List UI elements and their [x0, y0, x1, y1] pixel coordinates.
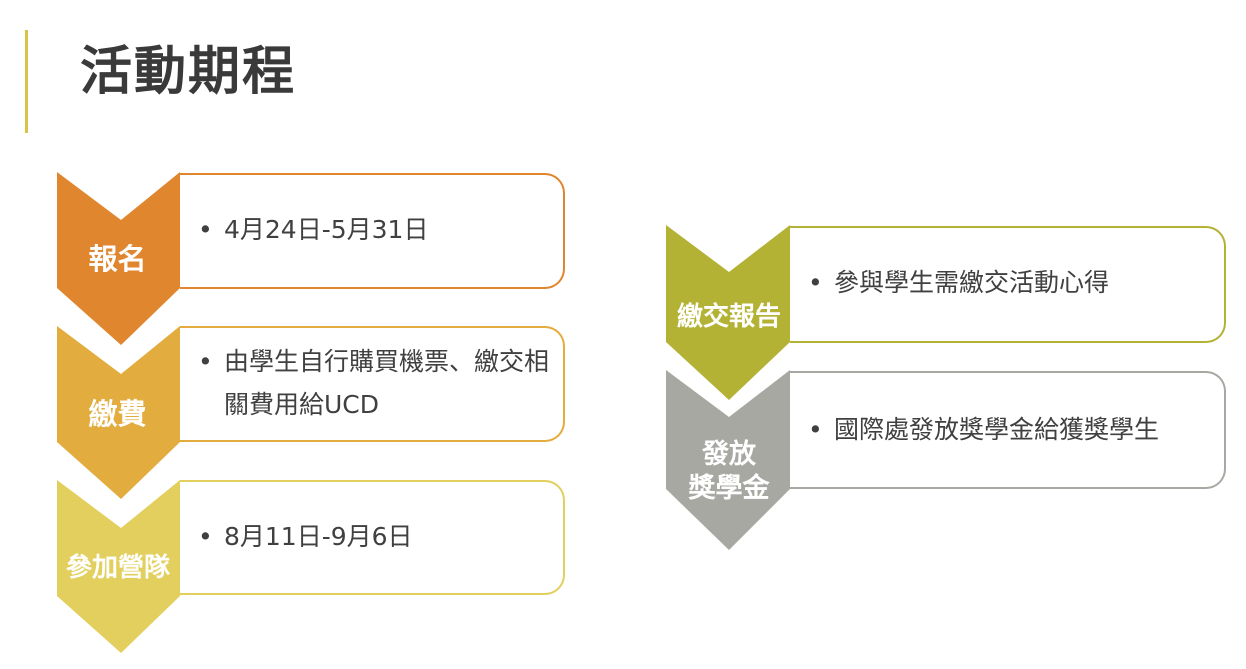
bullet-dot: •: [808, 268, 823, 297]
step-4-bullet: • 參與學生需繳交活動心得: [808, 262, 1216, 305]
step-3-bullet: • 8月11日-9月6日: [198, 516, 555, 559]
step-5-box: • 國際處發放獎學金給獲獎學生: [790, 371, 1226, 489]
step-5-label-line-2: 獎學金: [688, 472, 770, 504]
step-2-text: 由學生自行購買機票、繳交相關費用給UCD: [224, 347, 550, 419]
step-4-box: • 參與學生需繳交活動心得: [790, 226, 1226, 343]
chevron-step-2: [57, 326, 180, 499]
chevron-step-3: [57, 480, 180, 653]
step-5-label-line-1: 發放: [702, 439, 756, 470]
step-3-text: 8月11日-9月6日: [224, 522, 413, 551]
step-2-box: • 由學生自行購買機票、繳交相關費用給UCD: [180, 326, 565, 442]
title-accent-bar: [25, 30, 28, 133]
step-5-text: 國際處發放獎學金給獲獎學生: [834, 415, 1160, 444]
step-2-label: 繳費: [88, 397, 147, 431]
step-1-box: • 4月24日-5月31日: [180, 173, 565, 289]
step-4-label: 繳交報告: [676, 302, 781, 332]
step-5-bullet: • 國際處發放獎學金給獲獎學生: [808, 409, 1216, 452]
step-4-text: 參與學生需繳交活動心得: [834, 268, 1110, 297]
bullet-dot: •: [198, 347, 213, 376]
chevron-step-5: [666, 370, 790, 550]
bullet-dot: •: [198, 215, 213, 244]
step-3-box: • 8月11日-9月6日: [180, 480, 565, 595]
bullet-dot: •: [808, 415, 823, 444]
step-1-text: 4月24日-5月31日: [224, 215, 429, 244]
step-2-bullet: • 由學生自行購買機票、繳交相關費用給UCD: [198, 341, 555, 426]
chevron-step-1: [57, 172, 180, 345]
step-1-bullet: • 4月24日-5月31日: [198, 209, 555, 252]
step-5-label: 發放 獎學金: [667, 438, 791, 506]
step-1-label: 報名: [88, 242, 147, 276]
bullet-dot: •: [198, 522, 213, 551]
page-title: 活動期程: [80, 42, 297, 102]
chevron-step-4: [666, 225, 790, 400]
step-3-label: 參加營隊: [65, 553, 170, 583]
